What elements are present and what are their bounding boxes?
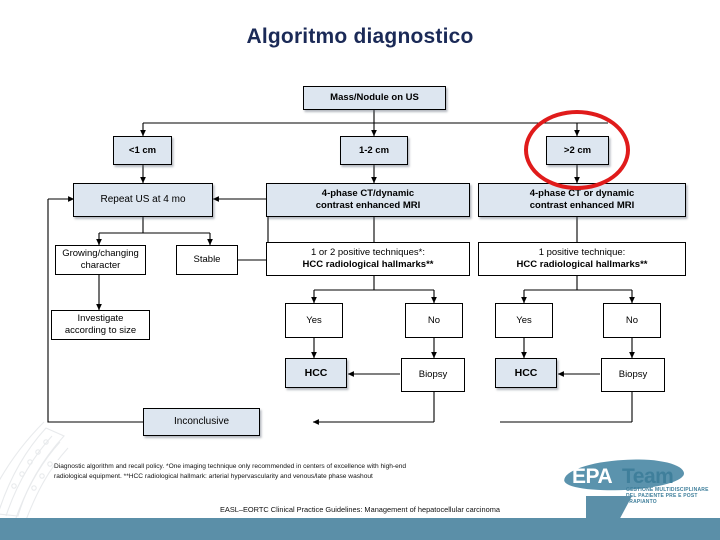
node-label: Mass/Nodule on US: [330, 92, 419, 104]
node-label: HCC: [304, 366, 328, 379]
node-large-criteria[interactable]: 1 positive technique: HCC radiological h…: [478, 242, 686, 276]
logo-subtitle-line1: GESTIONE MULTIDISCIPLINARE: [626, 487, 709, 493]
page-title: Algoritmo diagnostico: [246, 25, 474, 48]
epateam-logo: EPA Team GESTIONE MULTIDISCIPLINARE DEL …: [560, 456, 710, 505]
node-mass-nodule-on-us[interactable]: Mass/Nodule on US: [303, 86, 446, 110]
node-inconclusive[interactable]: Inconclusive: [143, 408, 260, 436]
node-label-line2: according to size: [64, 325, 137, 336]
source-citation: EASL–EORTC Clinical Practice Guidelines:…: [219, 505, 501, 514]
node-mid-criteria[interactable]: 1 or 2 positive techniques*: HCC radiolo…: [266, 242, 470, 276]
node-label-line2: contrast enhanced MRI: [529, 200, 635, 211]
node-label: Stable: [193, 254, 221, 266]
node-label-line1: Growing/changing: [62, 248, 139, 260]
node-label: Repeat US at 4 mo: [100, 193, 186, 205]
node-label-line2: HCC radiological hallmarks**: [302, 259, 434, 270]
node-large-biopsy[interactable]: Biopsy: [601, 358, 665, 392]
node-mid-yes[interactable]: Yes: [285, 303, 343, 338]
node-label-line2: HCC radiological hallmarks**: [516, 259, 648, 270]
node-stable[interactable]: Stable: [176, 245, 238, 275]
node-label-line2: character: [80, 260, 121, 271]
node-label-line2: contrast enhanced MRI: [315, 200, 421, 211]
node-label: HCC: [514, 366, 538, 379]
node-label: Inconclusive: [173, 415, 230, 427]
flowchart-connector-lines: [47, 109, 635, 425]
node-label: No: [427, 314, 441, 326]
node-growing-changing-character[interactable]: Growing/changing character: [55, 245, 146, 275]
node-mid-biopsy[interactable]: Biopsy: [401, 358, 465, 392]
node-large-yes[interactable]: Yes: [495, 303, 553, 338]
node-label-line1: 4-phase CT/dynamic: [321, 188, 415, 200]
node-large-imaging[interactable]: 4-phase CT or dynamic contrast enhanced …: [478, 183, 686, 217]
node-mid-imaging[interactable]: 4-phase CT/dynamic contrast enhanced MRI: [266, 183, 470, 217]
node-label-line1: Investigate: [77, 313, 124, 325]
logo-team-text: Team: [622, 465, 674, 488]
node-label: Yes: [306, 314, 322, 326]
node-size-gt-2cm[interactable]: >2 cm: [546, 136, 609, 165]
node-label: No: [625, 314, 639, 326]
node-large-no[interactable]: No: [603, 303, 661, 338]
node-label: <1 cm: [128, 144, 157, 156]
bottom-accent-bar: [0, 496, 720, 540]
footnote-line-2: radiological equipment. **HCC radiologic…: [54, 473, 373, 481]
logo-subtitle-line2: DEL PAZIENTE PRE E POST TRAPIANTO: [626, 493, 698, 505]
node-mid-hcc[interactable]: HCC: [285, 358, 347, 388]
node-investigate-according-to-size[interactable]: Investigate according to size: [51, 310, 150, 340]
diagnostic-flowchart: Mass/Nodule on US <1 cm 1-2 cm >2 cm Rep…: [0, 70, 720, 460]
bottom-bar-tab-shape: [586, 496, 632, 520]
logo-epa-text: EPA: [572, 465, 613, 488]
node-label: Yes: [516, 314, 532, 326]
node-label: Biopsy: [618, 369, 648, 381]
node-label-line1: 1 or 2 positive techniques*:: [310, 247, 426, 259]
node-label: 1-2 cm: [358, 144, 390, 156]
node-label-line1: 1 positive technique:: [538, 247, 626, 259]
node-label-line1: 4-phase CT or dynamic: [529, 188, 635, 200]
node-repeat-us-4mo[interactable]: Repeat US at 4 mo: [73, 183, 213, 217]
node-size-1-2cm[interactable]: 1-2 cm: [340, 136, 408, 165]
node-label: Biopsy: [418, 369, 448, 381]
node-label: >2 cm: [563, 144, 592, 156]
node-size-lt-1cm[interactable]: <1 cm: [113, 136, 172, 165]
node-mid-no[interactable]: No: [405, 303, 463, 338]
node-large-hcc[interactable]: HCC: [495, 358, 557, 388]
footnote-line-1: Diagnostic algorithm and recall policy. …: [54, 463, 407, 470]
footnote-block: Diagnostic algorithm and recall policy. …: [54, 460, 544, 485]
